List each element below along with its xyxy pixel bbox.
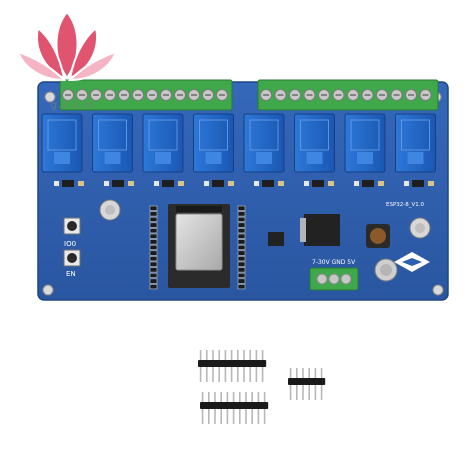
watermark-caption: g.x.u.m: [50, 100, 96, 111]
reset-label: EN: [66, 270, 76, 278]
transistor: [162, 180, 174, 187]
header-pad: [149, 211, 158, 217]
header-pad: [237, 205, 246, 211]
header-pad: [237, 211, 246, 217]
header-pad: [237, 244, 246, 250]
smd-resistor: [78, 181, 84, 186]
header-pad: [237, 250, 246, 256]
header-pad: [237, 228, 246, 234]
smd-led: [304, 181, 309, 186]
reset-button: [63, 249, 81, 267]
smd-resistor: [328, 181, 334, 186]
smd-resistor: [228, 181, 234, 186]
header-pad: [149, 244, 158, 250]
relay-row: [41, 113, 436, 173]
power-terminal: [309, 267, 359, 291]
smd-led: [154, 181, 159, 186]
voltage-regulator: [300, 214, 340, 246]
header-pad: [237, 272, 246, 279]
header-plastic: [200, 402, 269, 409]
header-pad: [237, 261, 246, 267]
header-pad: [149, 256, 158, 262]
header-pad: [149, 267, 158, 273]
pin-header-bottom: [200, 392, 269, 424]
header-pad: [237, 278, 246, 284]
relay: [294, 113, 335, 173]
driver-transistor-row: [54, 180, 434, 187]
relay: [41, 113, 83, 173]
header-pad: [237, 256, 246, 262]
mount-hole-br: [432, 284, 444, 296]
terminal-block-right: [257, 79, 439, 111]
pin-header-short: [288, 368, 326, 400]
header-right-pads: [237, 205, 246, 290]
lotus-icon: [16, 10, 118, 82]
header-pad: [149, 228, 158, 234]
pin-header-top: [198, 350, 267, 382]
watermark: g.x.u.m: [8, 6, 126, 118]
header-pad: [237, 222, 246, 228]
header-pad: [149, 250, 158, 256]
header-pad: [149, 233, 158, 239]
header-pad: [237, 233, 246, 239]
smd-resistor: [428, 181, 434, 186]
header-pad: [237, 239, 246, 245]
relay: [193, 113, 234, 173]
smd-resistor: [278, 181, 284, 186]
header-pad: [149, 284, 158, 290]
transistor: [412, 180, 424, 187]
smd-resistor: [128, 181, 134, 186]
transistor: [212, 180, 224, 187]
power-terminal-label: 7-30V GND 5V: [312, 259, 356, 266]
relay: [142, 113, 184, 173]
transistor: [312, 180, 324, 187]
header-pad: [149, 278, 158, 284]
mount-hole-bl: [42, 284, 54, 296]
smd-led: [404, 181, 409, 186]
smd-led: [254, 181, 259, 186]
electrolytic-capacitor-right-bottom: [374, 258, 398, 282]
relay-board: IO0 EN: [37, 79, 449, 301]
transistor: [62, 180, 74, 187]
model-silkscreen: ESP32-8_V1.0: [386, 202, 425, 208]
boot-button: [63, 217, 81, 235]
header-pad: [237, 284, 246, 290]
smd-led: [354, 181, 359, 186]
transistor: [112, 180, 124, 187]
relay: [92, 113, 133, 173]
header-pad: [149, 205, 158, 211]
smd-resistor: [378, 181, 384, 186]
power-inductor: [366, 224, 390, 248]
header-pad: [149, 222, 158, 228]
ldo-chip: [268, 232, 284, 246]
esp32-module: [168, 204, 230, 288]
brand-logo-icon: [394, 252, 430, 272]
smd-led: [204, 181, 209, 186]
header-pad: [237, 216, 246, 222]
header-plastic: [288, 378, 326, 385]
smd-led: [104, 181, 109, 186]
relay: [243, 113, 285, 173]
header-pad: [149, 272, 158, 279]
smd-led: [54, 181, 59, 186]
header-pad: [149, 239, 158, 245]
relay: [395, 113, 436, 173]
boot-label: IO0: [64, 240, 76, 248]
header-left-pads: [149, 205, 158, 290]
transistor: [362, 180, 374, 187]
smd-resistor: [178, 181, 184, 186]
header-plastic: [198, 360, 267, 367]
terminal-block-left: [59, 79, 233, 111]
header-pad: [149, 261, 158, 267]
transistor: [262, 180, 274, 187]
header-pad: [149, 216, 158, 222]
electrolytic-capacitor-right-top: [409, 217, 431, 239]
mount-hole-tl: [44, 91, 56, 103]
header-pad: [237, 267, 246, 273]
electrolytic-capacitor-left: [99, 199, 121, 221]
relay: [344, 113, 386, 173]
